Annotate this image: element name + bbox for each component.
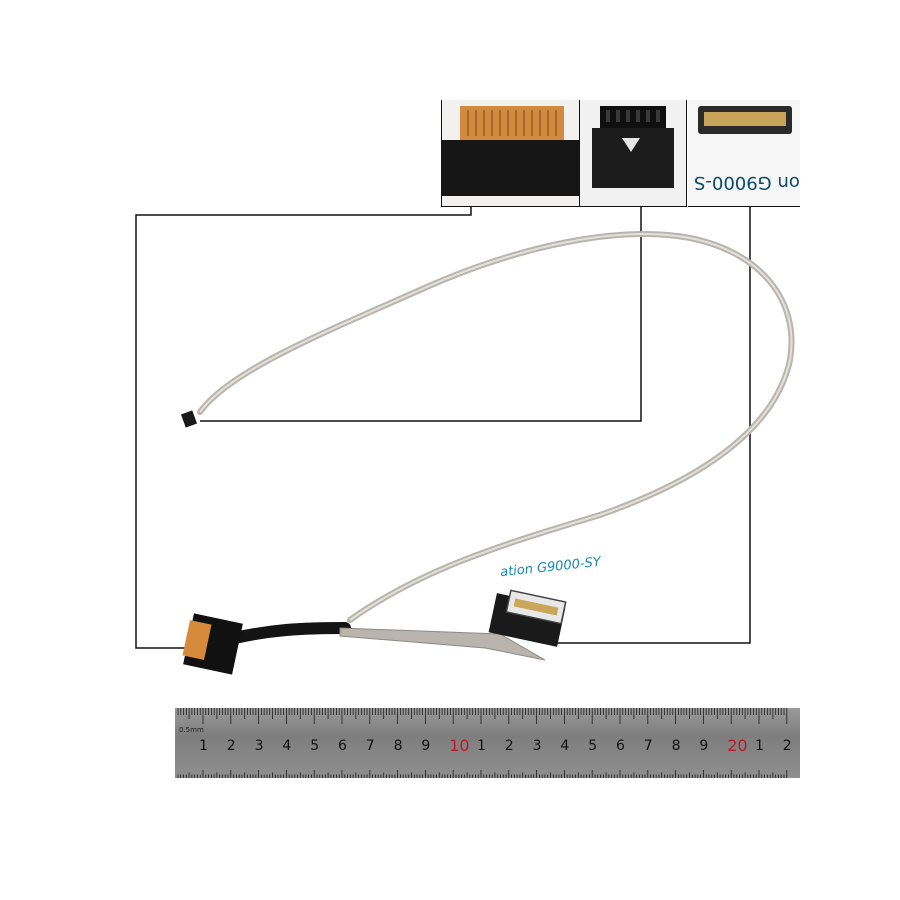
- ruler-number: 2: [782, 738, 792, 754]
- fpc-connector-contacts: [182, 620, 212, 660]
- thin-cable: [197, 231, 795, 623]
- ruler-number: 5: [588, 738, 598, 754]
- ruler-number: 4: [282, 738, 292, 754]
- ruler-number: 10: [449, 736, 470, 755]
- ruler-unit-label: 0.5mm: [179, 726, 204, 734]
- thin-cable-highlight: [199, 233, 793, 621]
- ruler-number: 9: [699, 738, 709, 754]
- ruler-number: 6: [338, 738, 347, 754]
- lcd-end-illustration: [698, 106, 792, 134]
- inset-black-sleeve: [592, 128, 674, 188]
- inset-photo-small-end: [580, 100, 687, 207]
- ruler-number: 8: [671, 738, 681, 754]
- fpc-end-illustration: [442, 106, 579, 196]
- black-cable: [229, 622, 351, 644]
- ruler-number: 7: [643, 738, 653, 754]
- ruler-number: 1: [477, 738, 486, 754]
- ruler-number: 20: [727, 736, 748, 755]
- inset-lcd-pins: [704, 112, 786, 126]
- callout-line-left: [135, 207, 472, 649]
- ruler-number: 8: [393, 738, 403, 754]
- ruler-number: 5: [310, 738, 320, 754]
- ruler-number: 3: [254, 738, 264, 754]
- inset-3-text: on G9000-S: [694, 172, 800, 193]
- ruler-number: 2: [226, 738, 236, 754]
- ruler-number: 6: [616, 738, 625, 754]
- inset-black-cable: [442, 140, 579, 196]
- flat-cable: [339, 627, 546, 661]
- ruler: 0.5mm 1 2 3 4 5 6 7 8 9 10 1 2 3 4 5 6 7 8 9 20 1 2: [175, 708, 800, 778]
- ruler-number: 3: [532, 738, 542, 754]
- small-end-illustration: [592, 106, 674, 188]
- inset-orange-contacts: [460, 106, 564, 140]
- callout-line-middle: [200, 207, 642, 422]
- ruler-ticks: [177, 708, 788, 778]
- ruler-number: 1: [199, 738, 208, 754]
- lcd-connector-pins: [513, 598, 559, 616]
- ruler-number: 7: [365, 738, 375, 754]
- ruler-number: 1: [755, 738, 764, 754]
- ruler-number: 2: [504, 738, 514, 754]
- inset-photo-fpc-end: [441, 100, 580, 207]
- callout-line-right: [555, 207, 751, 644]
- small-connector: [180, 410, 198, 428]
- inset-white-marker: [622, 138, 640, 152]
- ruler-number: 9: [421, 738, 431, 754]
- inset-photo-lcd-end: on G9000-S: [688, 100, 800, 207]
- ruler-number: 4: [560, 738, 570, 754]
